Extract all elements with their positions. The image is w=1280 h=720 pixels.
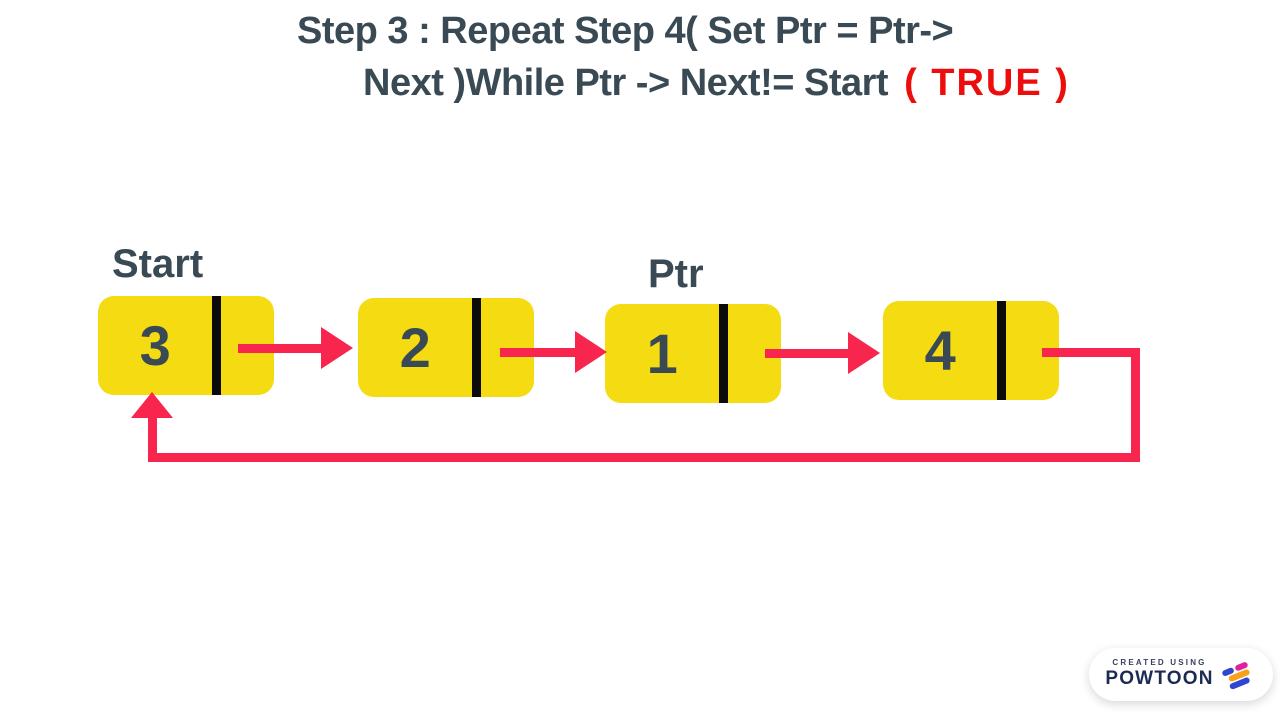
next-arrow-3-to-2 [238, 326, 353, 370]
loop-arrow-segment-bottom [148, 453, 1140, 462]
next-arrow-1-to-4 [765, 331, 880, 375]
node-data-value: 2 [399, 316, 431, 379]
node-divider [719, 304, 729, 403]
next-pointer-arrow-icon [848, 332, 880, 374]
next-arrow-2-to-1 [500, 330, 607, 374]
node-divider [472, 298, 482, 397]
arrow-shaft [500, 347, 577, 357]
next-pointer-arrow-icon [575, 331, 607, 373]
node-divider [997, 301, 1007, 400]
powtoon-brand-label: POWTOON [1105, 667, 1214, 689]
arrow-shaft [238, 343, 323, 353]
node-data-value: 1 [646, 322, 678, 385]
created-using-label: CREATED USING [1112, 658, 1207, 668]
start-pointer-label: Start [112, 242, 204, 286]
next-pointer-arrow-icon [321, 327, 353, 369]
list-node-4: 4 [883, 301, 1059, 400]
list-node-1: 1 [605, 304, 781, 403]
condition-result-text: ( TRUE ) [904, 62, 1070, 104]
node-divider [212, 296, 222, 395]
loop-arrow-segment-right [1131, 348, 1140, 462]
node-data-value: 3 [139, 314, 171, 377]
ptr-pointer-label: Ptr [648, 252, 704, 296]
arrow-shaft [765, 348, 850, 358]
step-title-line2-text: Next )While Ptr -> Next!= Start [363, 62, 889, 104]
loop-arrow-segment-left [148, 416, 157, 462]
powtoon-badge-text: CREATED USING POWTOON [1105, 658, 1213, 690]
powtoon-logo-icon [1221, 661, 1250, 689]
loop-back-arrow-icon [131, 392, 173, 418]
loop-arrow-segment-top [1042, 348, 1140, 357]
powtoon-badge[interactable]: CREATED USING POWTOON [1089, 648, 1273, 701]
step-title-line1: Step 3 : Repeat Step 4( Set Ptr = Ptr-> [297, 10, 954, 52]
node-data-value: 4 [924, 319, 956, 382]
step-title-line2: Next )While Ptr -> Next!= Start ( TRUE ) [363, 62, 1070, 105]
